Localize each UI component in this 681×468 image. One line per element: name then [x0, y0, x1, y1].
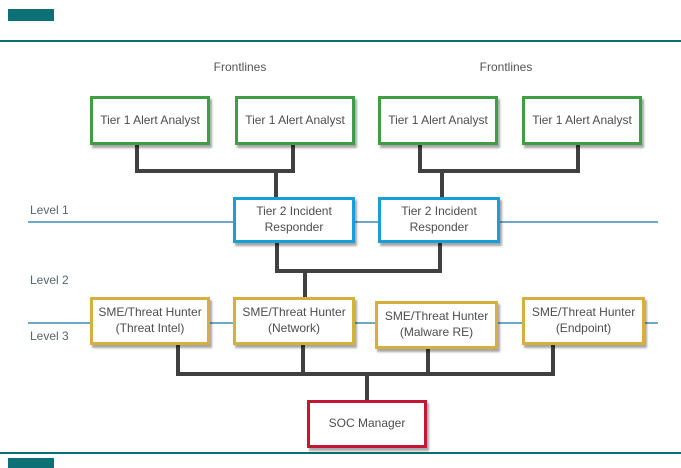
connector-segment: [576, 145, 580, 173]
top-divider-line: [0, 40, 681, 42]
node-label: Tier 1 Alert Analyst: [532, 112, 632, 127]
bottom-divider-line: [0, 452, 681, 454]
connector-segment: [135, 145, 139, 173]
node-label-line1: SME/Threat Hunter: [384, 309, 489, 324]
connector-segment: [301, 345, 305, 376]
node-tier1-alert-analyst-1: Tier 1 Alert Analyst: [90, 96, 210, 145]
node-label: Tier 1 Alert Analyst: [388, 112, 488, 127]
node-label-line2: (Threat Intel): [115, 321, 185, 335]
node-sme-network: SME/Threat Hunter (Network): [233, 297, 355, 345]
level-3-label: Level 3: [30, 329, 69, 343]
node-sme-threat-intel: SME/Threat Hunter (Threat Intel): [90, 297, 210, 345]
connector-segment: [176, 372, 555, 376]
node-label: Tier 1 Alert Analyst: [245, 112, 345, 127]
node-label-line2: Responder: [409, 220, 469, 234]
node-label-line2: (Endpoint): [555, 321, 612, 335]
node-sme-malware-re: SME/Threat Hunter (Malware RE): [375, 301, 498, 349]
bottom-left-accent-bar: [8, 458, 54, 468]
connector-segment: [418, 169, 580, 173]
node-label-line1: Tier 2 Incident: [256, 204, 332, 219]
node-sme-endpoint: SME/Threat Hunter (Endpoint): [522, 297, 645, 345]
node-label-line2: (Malware RE): [399, 325, 474, 339]
node-tier2-incident-responder-2: Tier 2 Incident Responder: [378, 197, 500, 243]
node-label: Tier 1 Alert Analyst: [100, 112, 200, 127]
connector-segment: [274, 173, 278, 197]
connector-segment: [275, 243, 279, 273]
level-2-label: Level 2: [30, 273, 69, 287]
connector-segment: [551, 345, 555, 376]
node-label: SOC Manager: [328, 416, 406, 431]
connector-segment: [135, 169, 295, 173]
node-label-line1: SME/Threat Hunter: [98, 305, 202, 320]
node-tier1-alert-analyst-4: Tier 1 Alert Analyst: [522, 96, 642, 145]
node-label-line2: (Network): [267, 321, 320, 335]
connector-segment: [291, 145, 295, 173]
node-tier1-alert-analyst-2: Tier 1 Alert Analyst: [235, 96, 355, 145]
node-label-line2: Responder: [264, 220, 324, 234]
level-1-label: Level 1: [30, 203, 69, 217]
frontlines-label-right: Frontlines: [479, 60, 533, 74]
connector-segment: [275, 269, 442, 273]
connector-segment: [438, 243, 442, 273]
connector-segment: [418, 145, 422, 173]
connector-segment: [365, 376, 369, 400]
node-tier2-incident-responder-1: Tier 2 Incident Responder: [233, 197, 355, 243]
node-tier1-alert-analyst-3: Tier 1 Alert Analyst: [378, 96, 498, 145]
connector-segment: [426, 349, 430, 376]
connector-segment: [176, 345, 180, 376]
connector-segment: [440, 173, 444, 197]
node-soc-manager: SOC Manager: [307, 400, 427, 448]
connector-segment: [303, 273, 307, 297]
node-label-line1: Tier 2 Incident: [401, 204, 477, 219]
node-label-line1: SME/Threat Hunter: [531, 305, 636, 320]
node-label-line1: SME/Threat Hunter: [242, 305, 346, 320]
frontlines-label-left: Frontlines: [213, 60, 267, 74]
top-left-accent-bar: [8, 9, 54, 21]
